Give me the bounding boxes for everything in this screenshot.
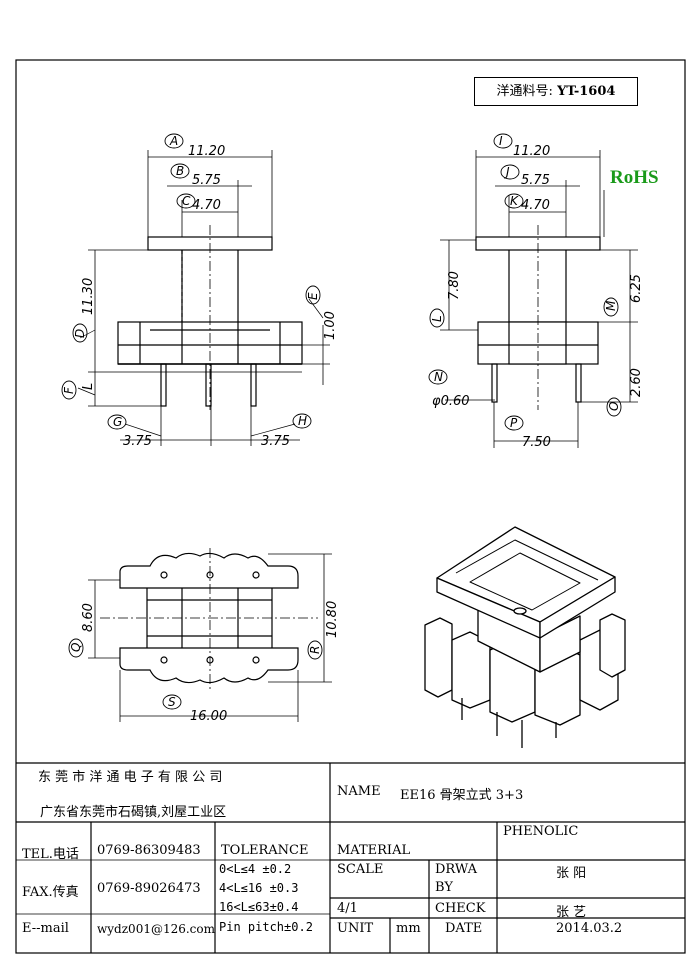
tolerance-row-1: 0<L≤4 ±0.2 [219,862,292,876]
scale-value: 4/1 [337,901,358,916]
callout-H: H [298,414,307,428]
bottom-callouts [68,638,323,710]
drawn-by-value: 张 阳 [556,866,587,881]
dim-side-4-70: 4.70 [521,198,550,213]
callout-I: I [499,134,503,148]
dim-front-11-30: 11.30 [81,278,96,315]
callout-C: C [182,194,191,208]
scale-label: SCALE [337,862,384,877]
callout-K: K [510,194,519,208]
side-callouts [428,133,622,431]
rohs-mark: RoHS [610,167,659,188]
bottom-view [88,548,332,722]
side-view [440,150,638,448]
email-label: E--mail [22,921,69,936]
name-value: EE16 骨架立式 3+3 [400,788,524,803]
tolerance-row-3: 16<L≤63±0.4 [219,900,299,914]
company-name: 东 莞 市 洋 通 电 子 有 限 公 司 [38,770,223,785]
callout-F: F [62,386,76,394]
callout-D: D [73,329,87,338]
dim-bottom-8-60: 8.60 [81,603,96,632]
tel-value: 0769-86309483 [97,843,201,858]
callout-J: J [504,165,510,179]
dim-front-11-20: 11.20 [188,144,225,159]
callout-N: N [434,370,443,384]
part-number-label: 洋通料号: [496,84,553,99]
isometric-view [424,526,626,748]
part-number-value: YT-1604 [557,84,616,99]
material-value: PHENOLIC [503,824,579,839]
callout-Q: Q [69,643,83,652]
company-address: 广东省东莞市石碣镇,刘屋工业区 [40,805,227,820]
drawn-label-2: BY [435,880,453,895]
callout-R: R [308,646,322,654]
dim-side-5-75: 5.75 [521,173,550,188]
tolerance-row-2: 4<L≤16 ±0.3 [219,881,299,895]
tolerance-row-4: Pin pitch±0.2 [219,920,313,934]
drawn-label-1: DRWA [435,862,478,877]
callout-A: A [169,134,178,148]
email-value: wydz001@126.com [97,922,216,936]
dim-side-6-25: 6.25 [629,274,644,303]
check-value: 张 艺 [556,905,587,920]
fax-label: FAX.传真 [22,885,79,900]
callout-B: B [176,164,184,178]
dim-bottom-10-80: 10.80 [325,601,340,638]
dim-side-2-60: 2.60 [629,368,644,397]
callout-S: S [168,695,176,709]
date-value: 2014.03.2 [556,921,623,936]
tolerance-label: TOLERANCE [221,843,309,858]
callout-E: E [306,292,320,300]
date-label: DATE [445,921,483,936]
dim-side-phi: φ0.60 [432,394,470,409]
dim-front-5-75: 5.75 [192,173,221,188]
dim-front-3-75-right: 3.75 [261,434,290,449]
dim-bottom-16-00: 16.00 [190,709,227,724]
unit-label: UNIT [337,921,374,936]
callout-M: M [604,300,618,311]
dim-front-1-00: 1.00 [323,311,338,340]
check-label: CHECK [435,901,486,916]
material-label: MATERIAL [337,843,411,858]
dim-side-7-50: 7.50 [522,435,551,450]
dim-side-11-20: 11.20 [513,144,550,159]
dim-front-4-70: 4.70 [192,198,221,213]
callout-L: L [430,315,444,322]
dim-front-3-75-left: 3.75 [123,434,152,449]
front-callouts [61,133,321,430]
name-label: NAME [337,784,381,799]
callout-G: G [113,415,122,429]
front-view [77,150,330,446]
tel-label: TEL.电话 [22,847,79,862]
unit-value: mm [396,921,421,936]
part-number-box: 洋通料号: YT-1604 [474,77,638,106]
callout-O: O [607,402,621,411]
dim-front-L: L [81,383,96,390]
callout-P: P [510,416,518,430]
sheet-border [15,59,686,954]
fax-value: 0769-89026473 [97,881,201,896]
dim-side-7-80: 7.80 [447,271,462,300]
